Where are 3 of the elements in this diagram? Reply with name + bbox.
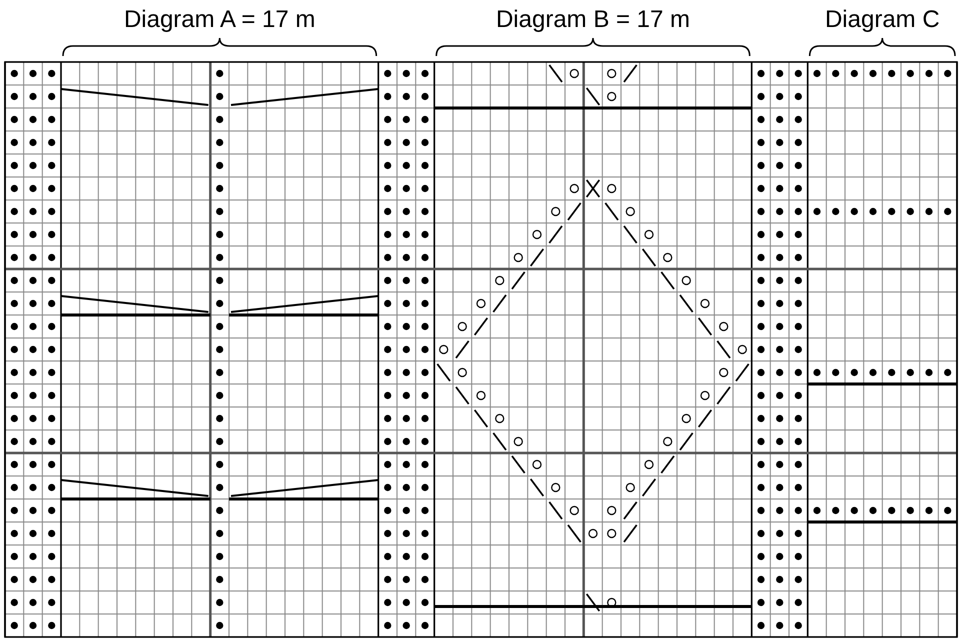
chart-heading: Diagram B = 17 m xyxy=(496,6,690,34)
chart-heading: Diagram C xyxy=(824,6,940,34)
chart-heading: Diagram A = 17 m xyxy=(124,6,316,34)
